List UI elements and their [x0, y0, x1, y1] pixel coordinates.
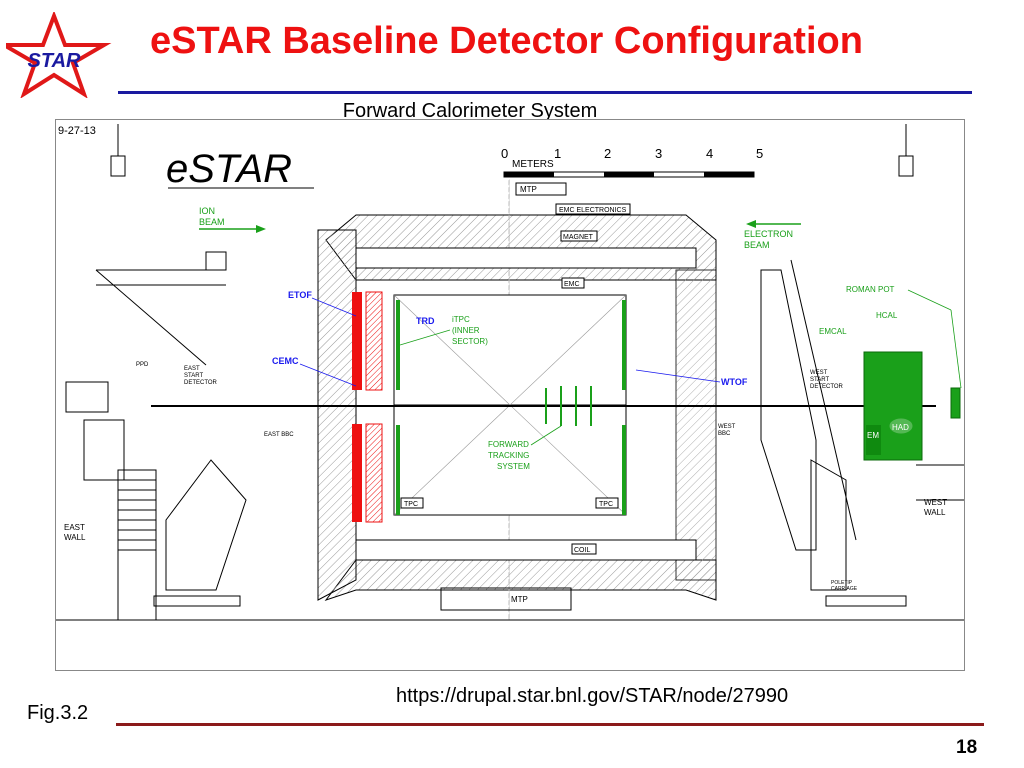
source-url[interactable]: https://drupal.star.bnl.gov/STAR/node/27…: [396, 685, 789, 707]
scale-bar: 0 1 2 3 4 5 METERS: [501, 146, 763, 178]
coil-rows: [355, 247, 697, 561]
electron-beam-label: ELECTRON BEAM: [744, 220, 801, 250]
roman-pot: [950, 387, 961, 419]
drawing-date: 9-27-13: [58, 125, 96, 137]
star-logo-icon: [0, 10, 112, 99]
trd-planes: [396, 300, 626, 515]
logo-text: STAR: [28, 50, 82, 72]
west-structure: [760, 259, 964, 607]
scale-tick-5: 5: [756, 146, 763, 161]
label-cemc: CEMC: [272, 356, 299, 366]
footer-rule: [116, 723, 984, 726]
label-forward-tracking: FORWARD: [488, 440, 529, 449]
label-roman-pot: ROMAN POT: [846, 285, 895, 294]
svg-text:START: START: [810, 377, 829, 383]
label-east-start: EAST: [184, 366, 200, 372]
label-emc: EMC: [564, 281, 580, 288]
title-underline: [118, 91, 972, 94]
label-mtp-top: MTP: [520, 185, 537, 194]
ion-beam-label: ION BEAM: [199, 206, 266, 233]
east-endcap-red: [352, 291, 383, 523]
svg-text:SECTOR): SECTOR): [452, 337, 488, 346]
forward-calorimeter: EM HAD: [863, 351, 961, 461]
label-had: HAD: [892, 423, 909, 432]
label-west-start: WEST: [810, 370, 828, 376]
scale-tick-3: 3: [655, 146, 662, 161]
slide-subtitle: Forward Calorimeter System: [342, 100, 598, 122]
label-hcal: HCAL: [876, 311, 898, 320]
figure-label: Fig.3.2: [27, 702, 89, 724]
label-itpc: iTPC: [452, 315, 470, 324]
forward-tracking-disks: [545, 386, 592, 426]
label-poletip: POLETIP: [831, 580, 853, 586]
svg-text:BEAM: BEAM: [744, 240, 770, 250]
label-coil-bottom: COIL: [574, 547, 590, 554]
label-east-bbc: EAST BBC: [264, 432, 294, 438]
page-number: 18: [956, 737, 978, 758]
scale-unit: METERS: [512, 159, 554, 170]
svg-text:DETECTOR: DETECTOR: [184, 380, 218, 386]
scale-tick-4: 4: [706, 146, 713, 161]
label-trd: TRD: [416, 316, 435, 326]
scale-tick-1: 1: [554, 146, 561, 161]
svg-text:DETECTOR: DETECTOR: [810, 384, 844, 390]
arrow-right-icon: [256, 225, 266, 233]
svg-text:WALL: WALL: [64, 533, 86, 542]
label-magnet: MAGNET: [563, 234, 594, 241]
svg-text:TRACKING: TRACKING: [488, 451, 529, 460]
label-west-wall: WEST: [924, 498, 947, 507]
scale-tick-2: 2: [604, 146, 611, 161]
svg-text:WALL: WALL: [924, 508, 946, 517]
label-mtp-bottom: MTP: [511, 595, 528, 604]
label-em: EM: [867, 431, 879, 440]
star-logo: STAR: [0, 10, 116, 99]
svg-text:ION: ION: [199, 206, 215, 216]
label-west-bbc: WEST: [718, 424, 736, 430]
scale-tick-0: 0: [501, 146, 508, 161]
arrow-left-icon: [746, 220, 756, 228]
detector-schematic: 9-27-13 eSTAR 0 1 2 3 4 5 METERS ION BEA…: [56, 124, 964, 621]
svg-text:START: START: [184, 373, 203, 379]
label-tpc-right: TPC: [599, 501, 613, 508]
label-wtof: WTOF: [721, 377, 748, 387]
svg-text:BBC: BBC: [718, 431, 731, 437]
svg-text:BEAM: BEAM: [199, 217, 225, 227]
slide-title: eSTAR Baseline Detector Configuration: [150, 20, 863, 62]
svg-text:SYSTEM: SYSTEM: [497, 462, 530, 471]
estar-drawing-logo: eSTAR: [166, 147, 292, 191]
label-east-wall: EAST: [64, 523, 85, 532]
lamp-posts: [110, 124, 914, 177]
detector-drawing: 9-27-13 eSTAR 0 1 2 3 4 5 METERS ION BEA…: [55, 119, 965, 671]
svg-text:(INNER: (INNER: [452, 326, 480, 335]
svg-text:CARRIAGE: CARRIAGE: [831, 586, 858, 592]
label-ppd: PPD: [136, 362, 149, 368]
svg-text:ELECTRON: ELECTRON: [744, 229, 793, 239]
label-tpc-left: TPC: [404, 501, 418, 508]
label-etof: ETOF: [288, 290, 312, 300]
label-emcal: EMCAL: [819, 327, 847, 336]
label-emc-electronics: EMC ELECTRONICS: [559, 207, 627, 214]
east-structure: [56, 251, 964, 621]
